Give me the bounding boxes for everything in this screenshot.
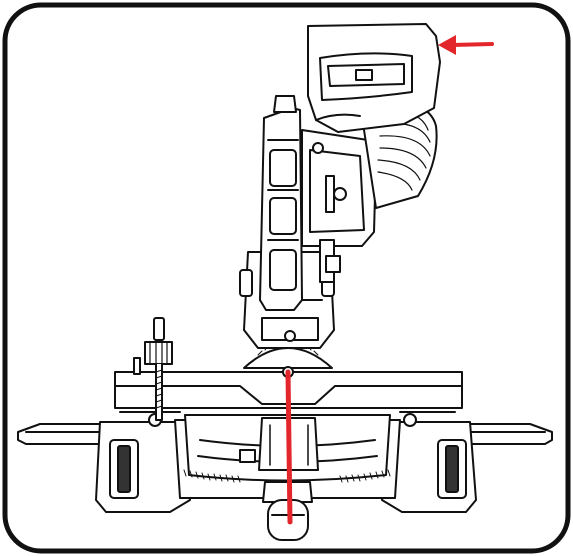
motor-housing xyxy=(301,100,438,283)
handle-opening xyxy=(327,63,405,87)
arrow-head-icon xyxy=(438,35,456,55)
blade-guard xyxy=(259,95,303,311)
bevel-lock-knob[interactable] xyxy=(144,341,173,365)
guard-top xyxy=(273,95,297,113)
annotation-arrow xyxy=(438,35,494,55)
bevel-threaded-rod xyxy=(155,363,163,421)
fence-bolt-right xyxy=(403,413,417,427)
bevel-rod-cap xyxy=(153,317,165,341)
pivot-bolt xyxy=(284,330,296,342)
blade-cut-line xyxy=(285,369,293,525)
saw-handle xyxy=(307,23,441,133)
motor-screw xyxy=(333,187,347,201)
miter-scale xyxy=(183,469,391,483)
right-extension-arm xyxy=(459,423,553,445)
bevel-lock xyxy=(133,317,173,421)
left-extension-arm xyxy=(17,423,106,445)
